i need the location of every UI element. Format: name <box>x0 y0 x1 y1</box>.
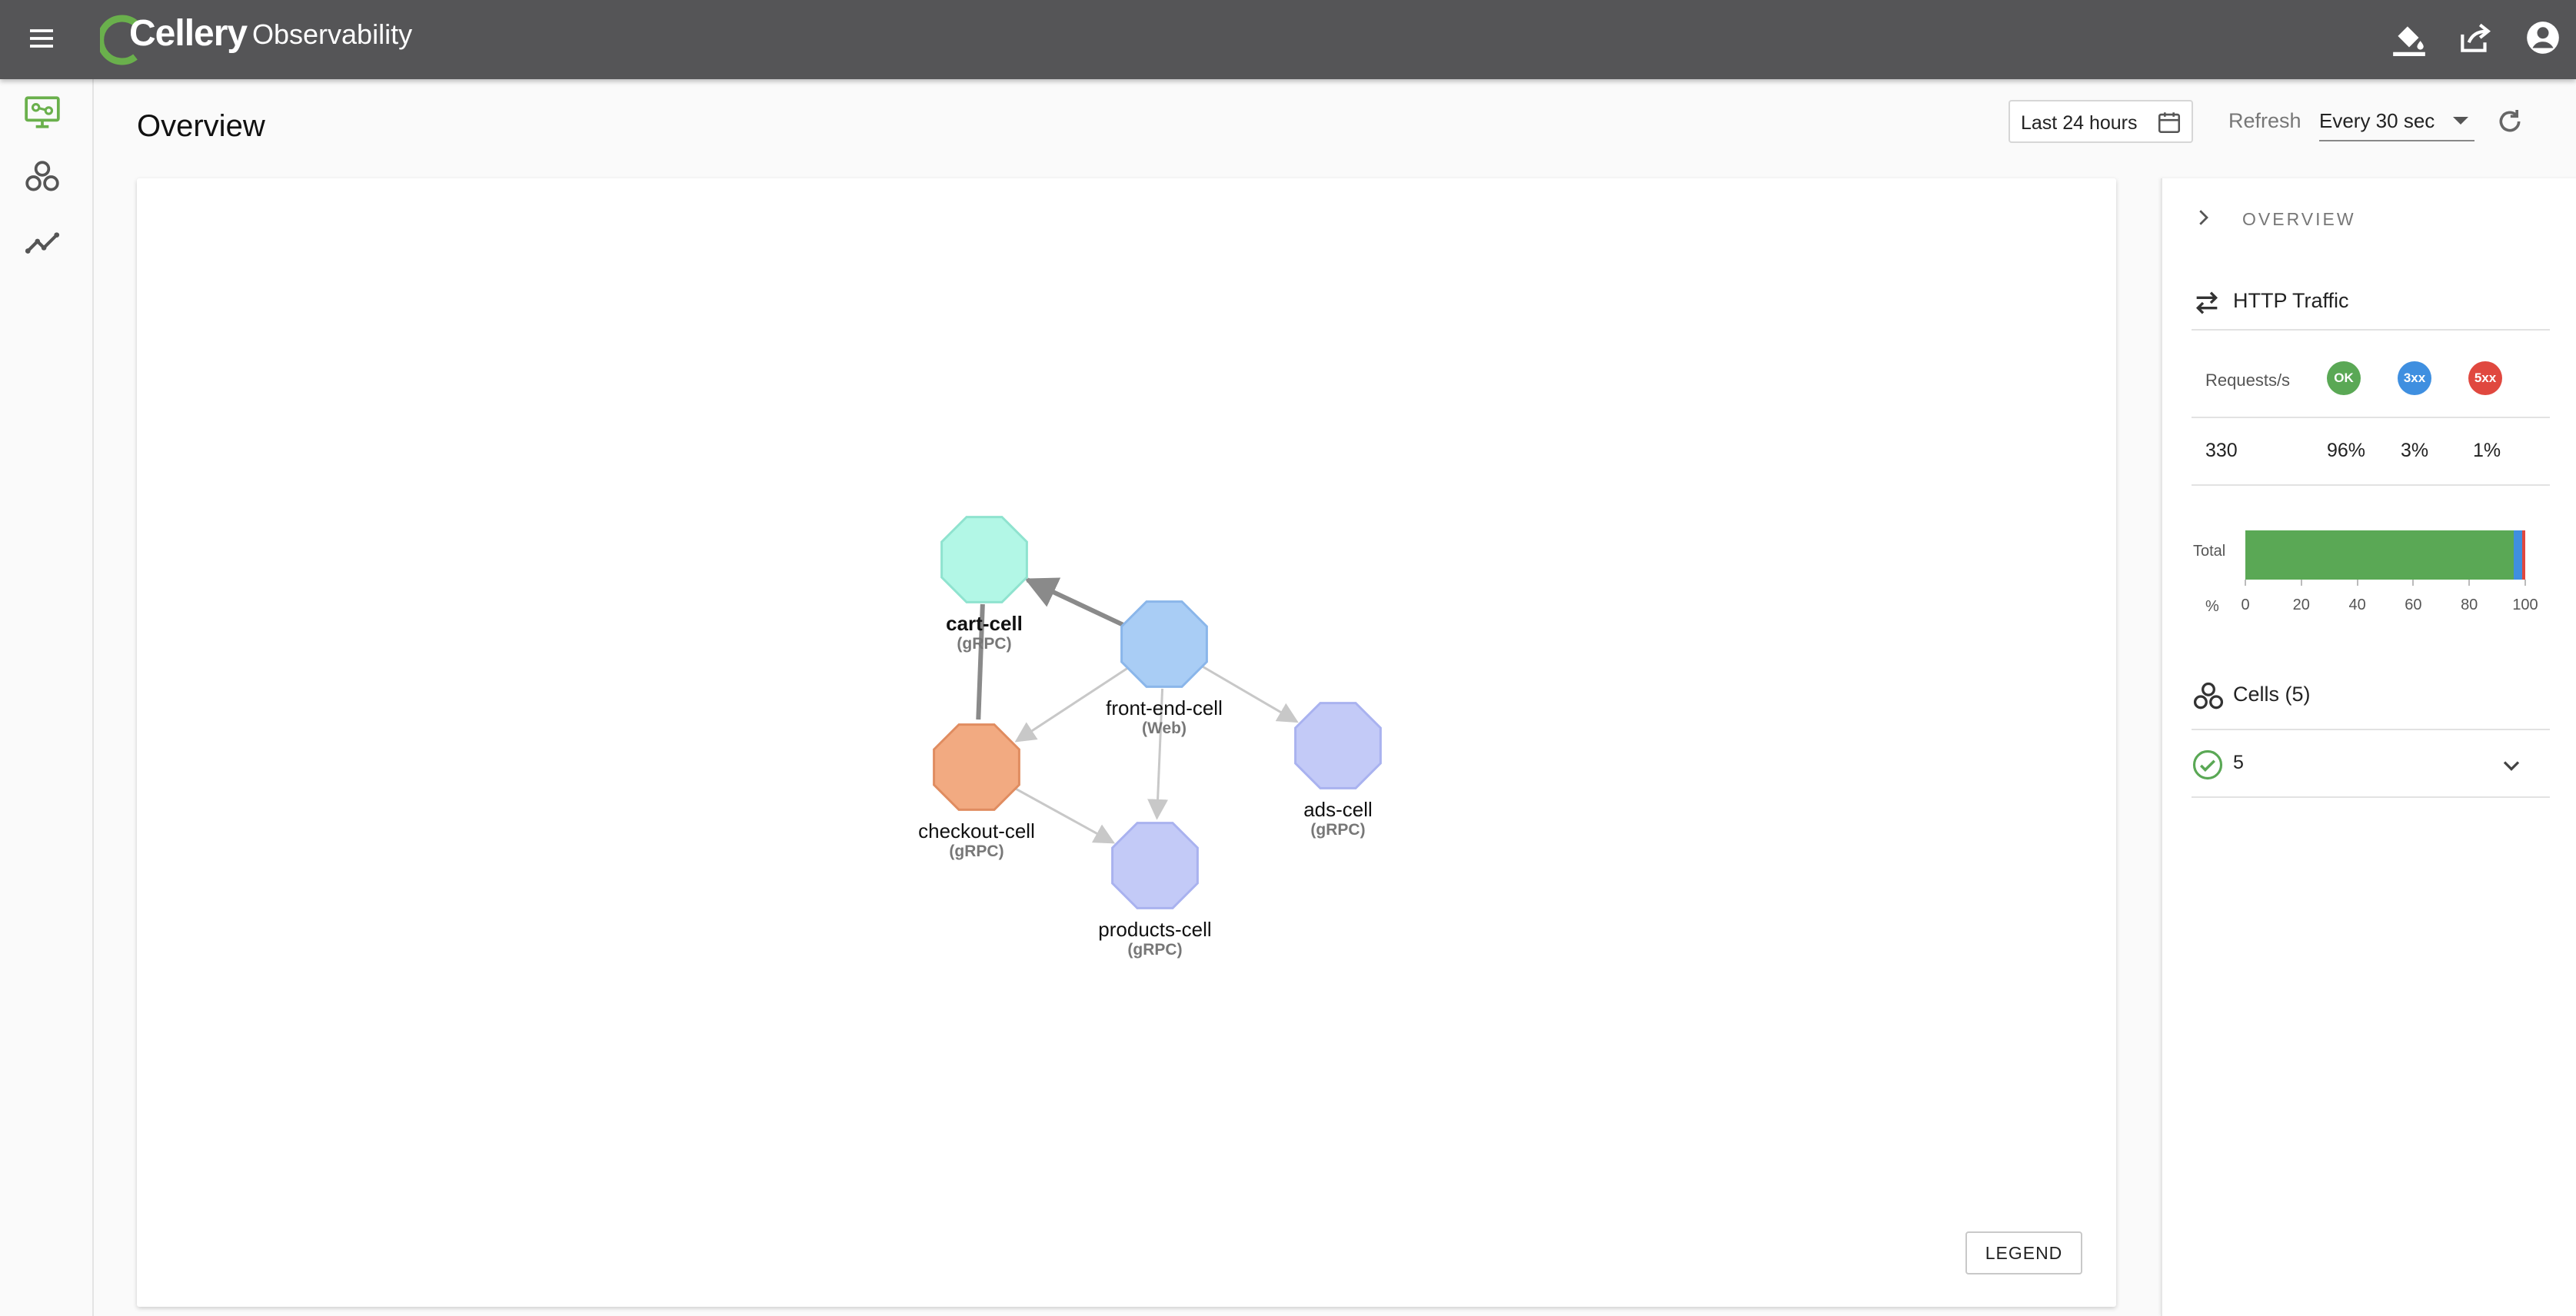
bar-tick-label: 0 <box>2241 597 2250 613</box>
requests-per-second-label: Requests/s <box>2205 371 2291 390</box>
dependency-graph[interactable]: cart-cell(gRPC)front-end-cell(Web)ads-ce… <box>137 178 2116 1307</box>
node-shape[interactable] <box>1294 702 1382 789</box>
bar-tick-mark <box>2300 580 2302 586</box>
legend-button[interactable]: LEGEND <box>1965 1231 2082 1274</box>
divider <box>2192 729 2550 730</box>
node-shape[interactable] <box>1111 822 1199 909</box>
node-label: ads-cell <box>1303 798 1373 821</box>
overview-icon[interactable] <box>23 93 62 131</box>
app-title: Observability <box>252 18 413 50</box>
account-circle-icon[interactable] <box>2524 18 2562 57</box>
ok-percentage: 96% <box>2327 440 2366 461</box>
bar-tick-mark <box>2412 580 2415 586</box>
graph-edge-front-end-cell-to-products-cell[interactable] <box>1147 688 1169 820</box>
traffic-stacked-bar <box>2245 530 2525 580</box>
page-title: Overview <box>137 109 265 143</box>
brand-name: Cellery <box>129 13 248 54</box>
bar-tick-mark <box>2524 580 2526 586</box>
bar-tick-mark <box>2468 580 2471 586</box>
bar-total-label: Total <box>2193 543 2226 560</box>
app-bar: Cellery Observability <box>0 0 2576 79</box>
cells-icon <box>2193 682 2224 710</box>
divider <box>2192 329 2550 331</box>
divider <box>2192 796 2550 798</box>
node-protocol-label: (gRPC) <box>1310 821 1365 839</box>
graph-node-front-end-cell[interactable]: front-end-cell(Web) <box>1106 600 1223 737</box>
graph-node-cart-cell[interactable]: cart-cell(gRPC) <box>940 516 1028 653</box>
side-panel-heading: OVERVIEW <box>2242 209 2356 229</box>
bar-segment-5xx <box>2522 530 2525 580</box>
brand-logo-icon <box>100 15 138 65</box>
3xx-status-badge: 3xx <box>2398 361 2431 395</box>
refresh-interval-select[interactable]: Every 30 sec <box>2319 100 2474 141</box>
3xx-percentage: 3% <box>2401 440 2429 461</box>
graph-node-products-cell[interactable]: products-cell(gRPC) <box>1098 822 1212 959</box>
node-protocol-label: (gRPC) <box>949 842 1003 860</box>
check-circle-icon <box>2192 749 2223 780</box>
divider <box>2192 417 2550 418</box>
date-range-text: Last 24 hours <box>2021 112 2138 134</box>
cells-title: Cells (5) <box>2233 683 2311 706</box>
bar-tick-label: 80 <box>2461 597 2478 613</box>
calendar-icon[interactable] <box>2156 109 2182 135</box>
bar-segment-ok <box>2245 530 2514 580</box>
share-icon[interactable] <box>2456 18 2494 57</box>
healthy-cells-count: 5 <box>2233 752 2244 773</box>
node-label: front-end-cell <box>1106 696 1223 719</box>
divider <box>2192 484 2550 486</box>
bar-tick-mark <box>2356 580 2358 586</box>
node-label: checkout-cell <box>918 819 1035 842</box>
bar-segment-3xx <box>2514 530 2523 580</box>
node-label: cart-cell <box>946 612 1023 635</box>
node-label: products-cell <box>1098 918 1211 941</box>
bar-tick-label: 40 <box>2348 597 2366 613</box>
bar-percent-label: % <box>2205 598 2219 615</box>
swap-arrows-icon <box>2195 291 2218 314</box>
bar-tick-label: 20 <box>2292 597 2310 613</box>
cells-icon[interactable] <box>23 158 62 196</box>
chevron-down-icon <box>2453 117 2468 125</box>
left-nav-rail <box>0 79 94 1316</box>
paint-bucket-icon[interactable] <box>2390 18 2428 57</box>
chevron-down-icon[interactable] <box>2498 752 2525 779</box>
node-protocol-label: (Web) <box>1142 719 1186 737</box>
refresh-label: Refresh <box>2228 109 2301 132</box>
dependency-graph-panel: cart-cell(gRPC)front-end-cell(Web)ads-ce… <box>137 178 2116 1307</box>
menu-icon[interactable] <box>26 23 57 54</box>
node-protocol-label: (gRPC) <box>1127 941 1182 959</box>
ok-status-badge: OK <box>2327 361 2361 395</box>
graph-node-checkout-cell[interactable]: checkout-cell(gRPC) <box>918 723 1035 860</box>
graph-node-ads-cell[interactable]: ads-cell(gRPC) <box>1294 702 1382 839</box>
graph-edge-front-end-cell-to-cart-cell[interactable] <box>1024 577 1125 628</box>
5xx-percentage: 1% <box>2473 440 2501 461</box>
graph-edge-front-end-cell-to-checkout-cell[interactable] <box>1014 667 1128 743</box>
graph-edge-cart-cell-to-checkout-cell[interactable] <box>976 603 985 720</box>
node-shape[interactable] <box>1120 600 1208 688</box>
graph-edge-checkout-cell-to-products-cell[interactable] <box>1015 787 1116 844</box>
refresh-interval-value: Every 30 sec <box>2319 109 2435 132</box>
overview-side-panel: OVERVIEW HTTP Traffic Requests/s OK 3xx … <box>2161 178 2576 1316</box>
5xx-status-badge: 5xx <box>2468 361 2502 395</box>
http-traffic-title: HTTP Traffic <box>2233 289 2349 312</box>
bar-tick-mark <box>2245 580 2246 586</box>
date-range-picker[interactable]: Last 24 hours <box>2009 100 2193 143</box>
refresh-icon[interactable] <box>2494 106 2525 137</box>
requests-per-second-value: 330 <box>2205 440 2238 461</box>
node-protocol-label: (gRPC) <box>957 635 1011 653</box>
chevron-right-icon[interactable] <box>2192 206 2215 229</box>
bar-tick-label: 100 <box>2512 597 2538 613</box>
graph-edge-front-end-cell-to-ads-cell[interactable] <box>1202 665 1299 723</box>
metrics-icon[interactable] <box>23 222 62 261</box>
bar-tick-label: 60 <box>2405 597 2422 613</box>
node-shape[interactable] <box>940 516 1028 603</box>
node-shape[interactable] <box>933 723 1020 811</box>
